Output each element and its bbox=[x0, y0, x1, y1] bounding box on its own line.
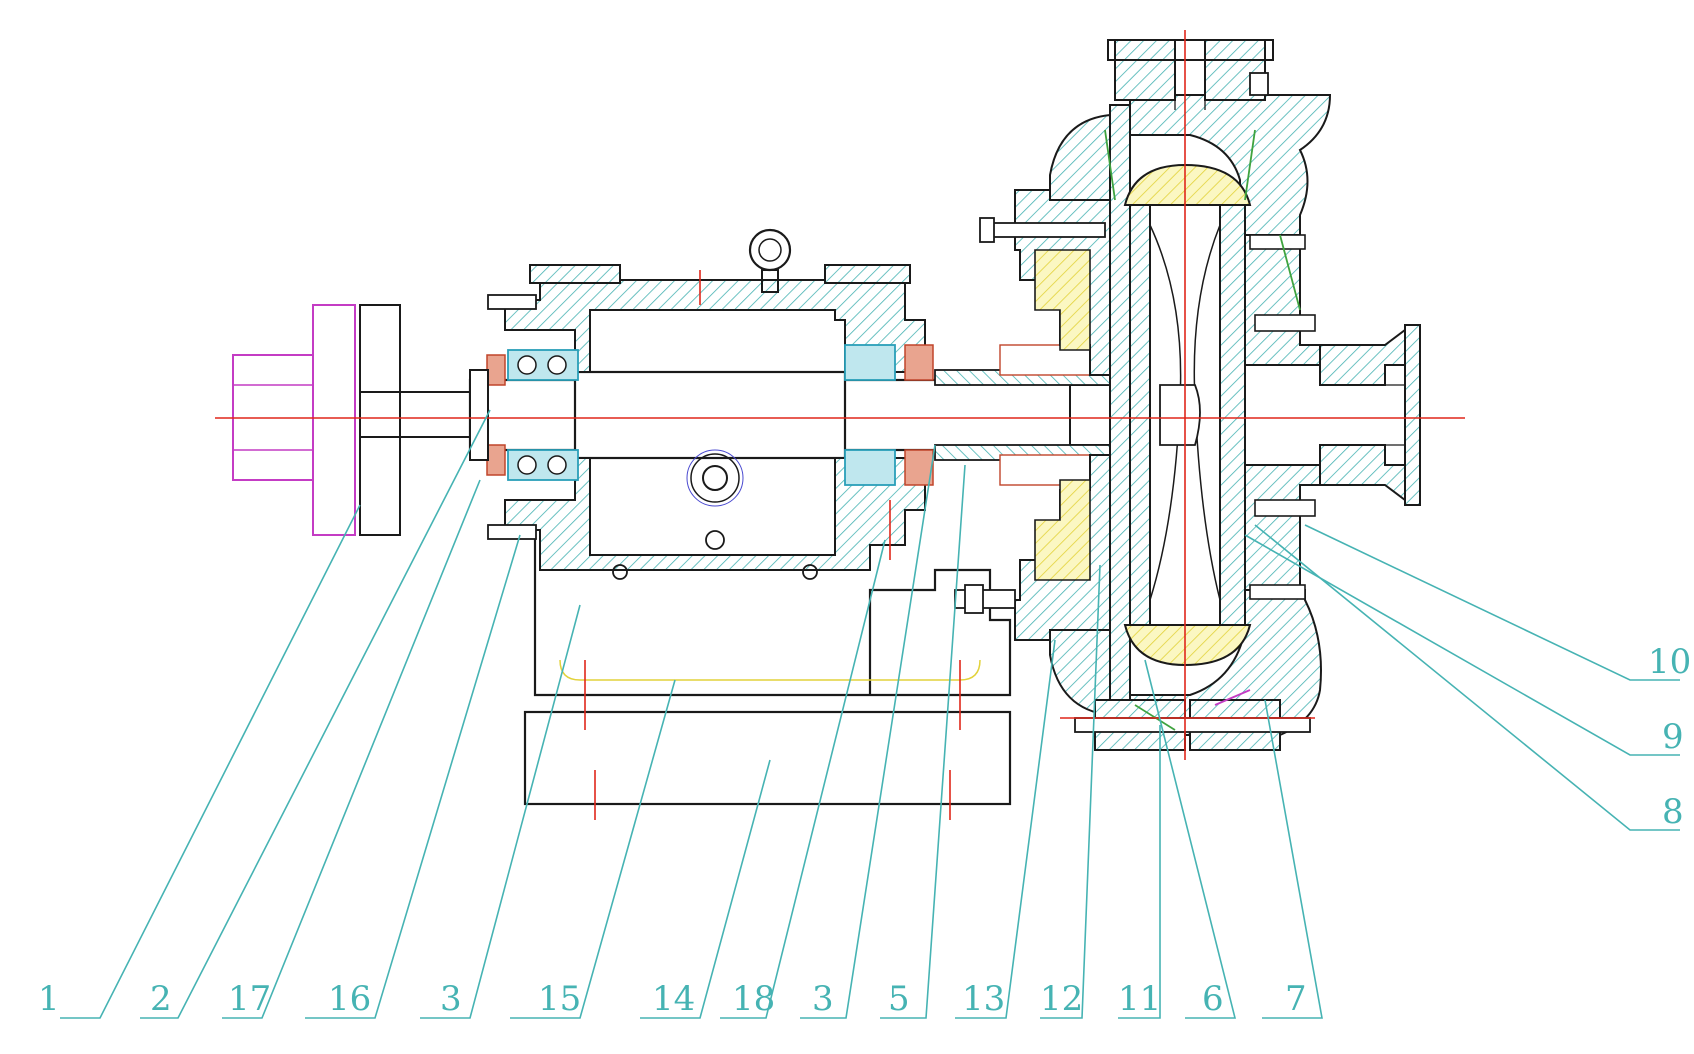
leader-16 bbox=[305, 534, 521, 1019]
callout-3-second: 3 bbox=[812, 979, 834, 1019]
leader-3b bbox=[800, 444, 936, 1019]
leader-17 bbox=[222, 479, 481, 1019]
leader-11 bbox=[1118, 725, 1161, 1019]
suction-cover bbox=[1244, 234, 1421, 600]
callout-3-first: 3 bbox=[440, 979, 462, 1019]
bolts bbox=[487, 72, 1269, 614]
leader-2 bbox=[140, 409, 491, 1019]
gaskets bbox=[1104, 129, 1301, 731]
pump-shaft bbox=[468, 370, 1131, 460]
leader-lines bbox=[60, 409, 1680, 1019]
base-frame bbox=[523, 530, 1012, 806]
coupling bbox=[232, 304, 471, 536]
leader-15 bbox=[510, 679, 676, 1019]
callout-17: 17 bbox=[228, 979, 271, 1019]
leader-1 bbox=[60, 504, 361, 1019]
pump-casing bbox=[1049, 39, 1332, 751]
leader-9 bbox=[1244, 534, 1680, 756]
leader-6 bbox=[1144, 659, 1237, 1019]
leader-7 bbox=[1262, 699, 1323, 1019]
impeller bbox=[1123, 163, 1252, 667]
callout-11: 11 bbox=[1118, 979, 1161, 1019]
callout-7: 7 bbox=[1285, 979, 1307, 1019]
leader-5 bbox=[880, 464, 966, 1019]
callout-18: 18 bbox=[732, 979, 775, 1019]
bearings bbox=[469, 344, 934, 486]
callout-16: 16 bbox=[328, 979, 371, 1019]
callout-2: 2 bbox=[150, 979, 172, 1019]
callout-14: 14 bbox=[652, 979, 695, 1019]
leader-13 bbox=[955, 639, 1056, 1019]
callout-13: 13 bbox=[962, 979, 1005, 1019]
callout-labels: 1 2 17 16 3 15 14 18 3 5 13 12 11 6 7 10… bbox=[38, 642, 1691, 1019]
callout-10: 10 bbox=[1648, 642, 1691, 682]
callout-15: 15 bbox=[538, 979, 581, 1019]
leader-14 bbox=[640, 759, 771, 1019]
leader-3a bbox=[420, 604, 581, 1019]
centerlines bbox=[215, 30, 1465, 820]
leader-18 bbox=[720, 539, 886, 1019]
callout-8: 8 bbox=[1662, 792, 1684, 832]
leader-8 bbox=[1254, 524, 1680, 831]
callout-12: 12 bbox=[1040, 979, 1083, 1019]
leader-12 bbox=[1040, 564, 1101, 1019]
callout-9: 9 bbox=[1662, 717, 1684, 757]
callout-6: 6 bbox=[1202, 979, 1224, 1019]
callout-1: 1 bbox=[38, 979, 60, 1019]
leader-10 bbox=[1304, 524, 1680, 681]
callout-5: 5 bbox=[888, 979, 910, 1019]
